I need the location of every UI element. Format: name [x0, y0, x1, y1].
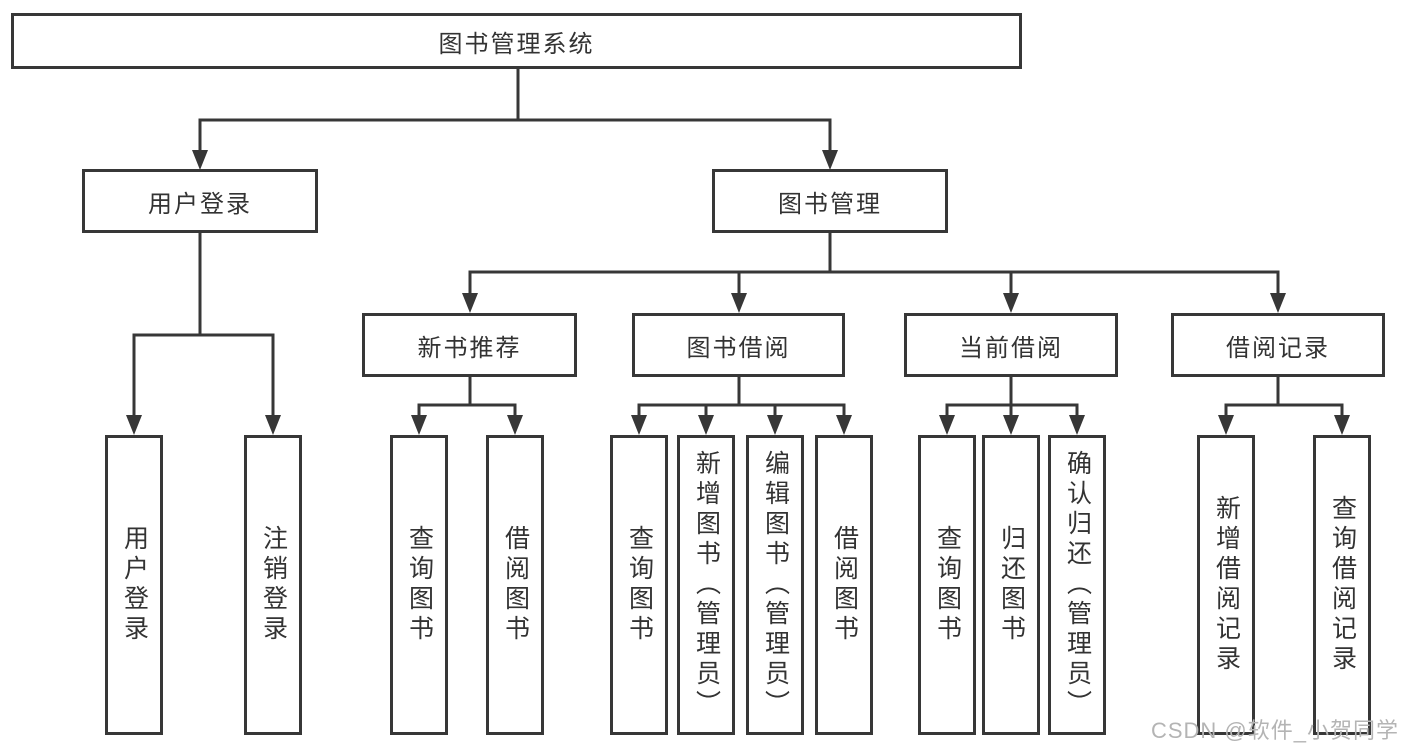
leaf-user-login: 用户登录: [105, 435, 163, 735]
leaf-query-borrow-record-label: 查询借阅记录: [1328, 495, 1357, 675]
csdn-watermark: CSDN @软件_小贺同学: [1150, 718, 1399, 743]
node-user-login-label: 用户登录: [148, 190, 252, 218]
connector-book-borrow-group: [631, 377, 852, 435]
node-book-borrow-label: 图书借阅: [686, 334, 791, 362]
leaf-borrow-books-recommend: 借阅图书: [486, 435, 544, 735]
leaf-borrow-books-recommend-label: 借阅图书: [501, 525, 530, 645]
leaf-add-books-admin-label: 新增图书（管理员）: [692, 450, 721, 720]
connector-current-borrow-group: [939, 377, 1085, 435]
leaf-user-login-label: 用户登录: [120, 525, 149, 645]
leaf-edit-books-admin-label: 编辑图书（管理员）: [761, 450, 790, 720]
connector-new-book-recommend-group: [411, 377, 523, 435]
node-current-borrow: 当前借阅: [904, 313, 1118, 377]
leaf-query-books-borrow: 查询图书: [610, 435, 668, 735]
leaf-confirm-return-admin: 确认归还（管理员）: [1048, 435, 1106, 735]
leaf-logout-label: 注销登录: [259, 525, 288, 645]
connector-user-login-group: [126, 233, 281, 435]
leaf-return-books: 归还图书: [982, 435, 1040, 735]
leaf-logout: 注销登录: [244, 435, 302, 735]
leaf-confirm-return-admin-label: 确认归还（管理员）: [1063, 450, 1092, 720]
node-user-login: 用户登录: [82, 169, 318, 233]
leaf-query-books-current-label: 查询图书: [933, 525, 962, 645]
node-borrow-records-label: 借阅记录: [1226, 334, 1330, 362]
node-book-borrow: 图书借阅: [632, 313, 845, 377]
connector-book-management-to-level3: [462, 233, 1286, 313]
leaf-add-books-admin: 新增图书（管理员）: [677, 435, 735, 735]
leaf-add-borrow-record: 新增借阅记录: [1197, 435, 1255, 735]
leaf-query-books-current: 查询图书: [918, 435, 976, 735]
node-current-borrow-label: 当前借阅: [959, 334, 1063, 362]
node-root: 图书管理系统: [11, 13, 1022, 69]
connector-borrow-records-group: [1218, 377, 1350, 435]
leaf-add-borrow-record-label: 新增借阅记录: [1212, 495, 1241, 675]
node-book-management: 图书管理: [712, 169, 948, 233]
node-borrow-records: 借阅记录: [1171, 313, 1385, 377]
leaf-edit-books-admin: 编辑图书（管理员）: [746, 435, 804, 735]
leaf-query-books-recommend: 查询图书: [390, 435, 448, 735]
leaf-query-borrow-record: 查询借阅记录: [1313, 435, 1371, 735]
leaf-borrow-books: 借阅图书: [815, 435, 873, 735]
leaf-borrow-books-label: 借阅图书: [830, 525, 859, 645]
node-new-book-recommend: 新书推荐: [362, 313, 577, 377]
leaf-query-books-recommend-label: 查询图书: [405, 525, 434, 645]
node-root-label: 图书管理系统: [438, 30, 595, 58]
node-book-management-label: 图书管理: [778, 190, 882, 218]
leaf-query-books-borrow-label: 查询图书: [625, 525, 654, 645]
node-new-book-recommend-label: 新书推荐: [417, 334, 522, 362]
connector-root-to-level2: [192, 68, 838, 170]
leaf-return-books-label: 归还图书: [997, 525, 1026, 645]
